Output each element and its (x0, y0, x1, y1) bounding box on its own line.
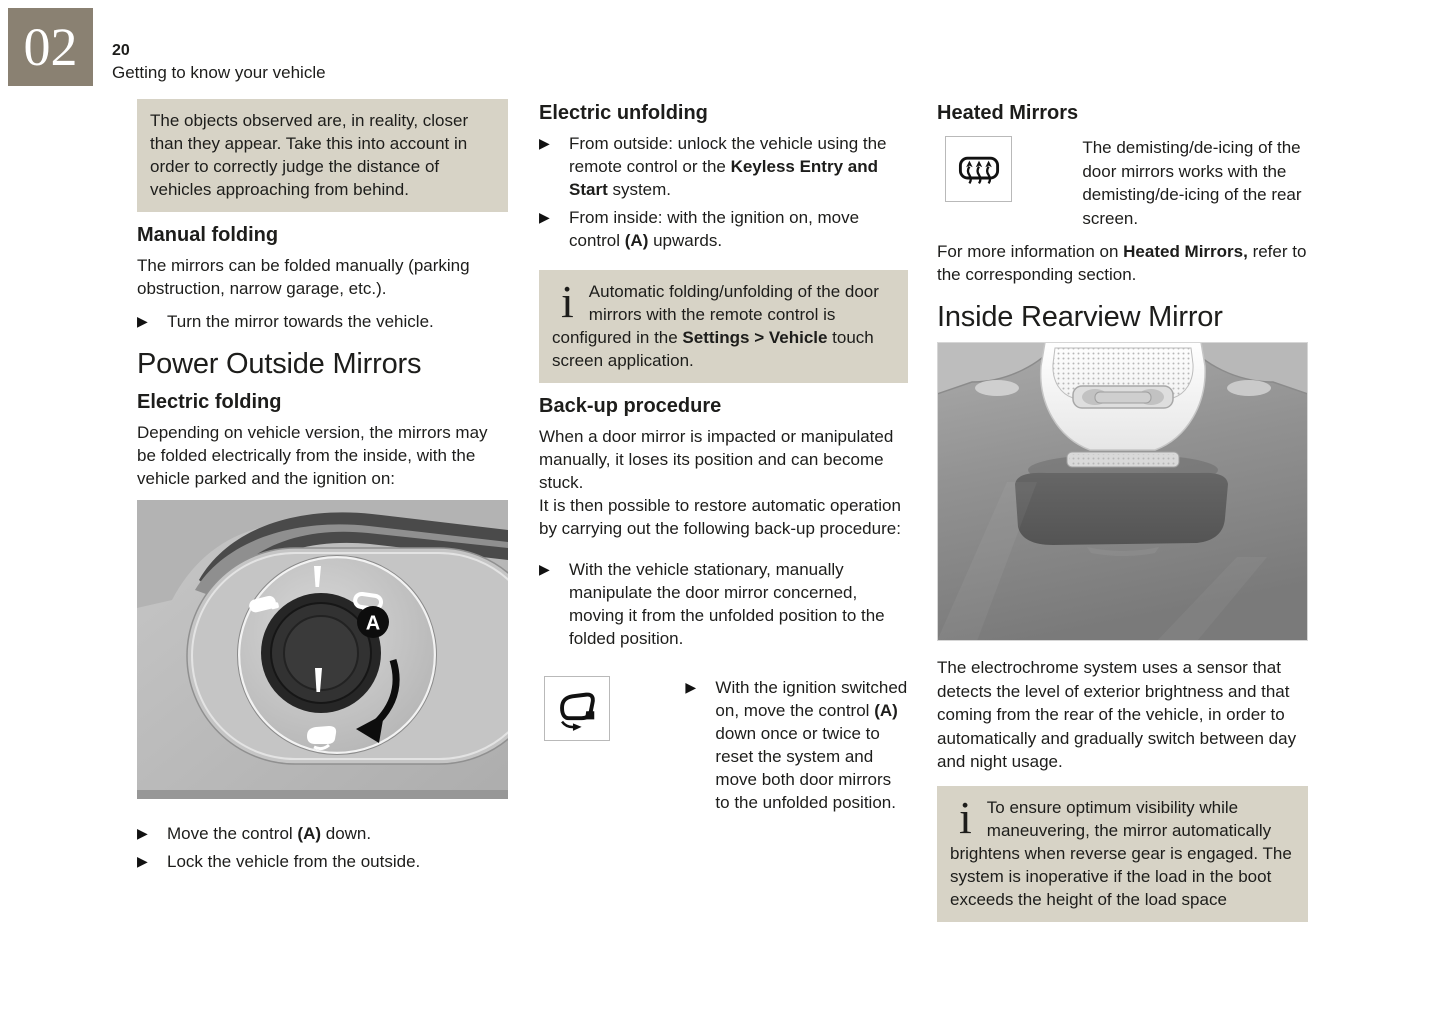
left-mirror-icon (249, 596, 279, 613)
dial-top-tick (314, 566, 321, 588)
info-box-auto-folding: i Automatic folding/unfolding of the doo… (539, 270, 908, 383)
bullet-arrow-icon: ▶ (539, 135, 550, 151)
heated-mirror-demist-icon (945, 136, 1013, 202)
warning-text: The objects observed are, in reality, cl… (150, 111, 469, 199)
bullet-move-control: ▶ Move the control (A) down. (137, 824, 372, 844)
inside-rearview-mirror-photo (936, 341, 1309, 642)
middle-column: Electric unfolding ▶ From outside: unloc… (539, 99, 908, 819)
left-column: The objects observed are, in reality, cl… (137, 99, 548, 878)
electric-unfolding-heading: Electric unfolding (539, 102, 708, 124)
mirror-control-knob-figure: A (137, 500, 548, 800)
bullet-arrow-icon: ▶ (539, 561, 550, 577)
fold-icon-row: ▶ With the ignition switched on, move th… (539, 676, 908, 819)
heated-mirrors-heading: Heated Mirrors (937, 102, 1079, 124)
info-box-reverse-gear: i To ensure optimum visibility while man… (937, 785, 1308, 922)
control-a-badge (357, 606, 389, 639)
info-icon: i (959, 791, 972, 843)
bullet-vehicle-stationary: ▶ With the vehicle stationary, manually … (539, 560, 885, 648)
electric-folding-body: Depending on vehicle version, the mirror… (137, 423, 488, 489)
manual-folding-heading: Manual folding (137, 224, 279, 246)
backup-paragraph-1: When a door mirror is impacted or manipu… (539, 427, 894, 492)
backup-procedure-heading: Back-up procedure (539, 395, 722, 417)
backup-paragraph-2: It is then possible to restore automatic… (539, 496, 901, 538)
manual-folding-body: The mirrors can be folded manually (park… (137, 256, 470, 298)
right-column: Heated Mirrors The demi (936, 99, 1309, 922)
chapter-number-box: 02 (8, 8, 93, 86)
mirror-fold-icon (544, 676, 611, 741)
control-a-label: A (366, 613, 380, 635)
knob-bottom-tick (315, 668, 322, 693)
bullet-from-outside: ▶ From outside: unlock the vehicle using… (539, 134, 887, 199)
electric-folding-heading: Electric folding (137, 391, 282, 414)
bullet-arrow-icon: ▶ (137, 825, 148, 842)
electrochrome-body: The electrochrome system uses a sensor t… (937, 658, 1297, 772)
bullet-arrow-icon: ▶ (685, 679, 697, 695)
bullet-arrow-icon: ▶ (539, 209, 550, 225)
info-icon: i (561, 276, 574, 327)
power-outside-mirrors-heading: Power Outside Mirrors (137, 348, 422, 380)
bullet-from-inside: ▶ From inside: with the ignition on, mov… (539, 208, 860, 250)
bullet-lock-vehicle: ▶ Lock the vehicle from the outside. (137, 852, 421, 872)
heated-mirrors-more-info: For more information on Heated Mirrors, … (937, 242, 1307, 284)
bullet-arrow-icon: ▶ (137, 853, 148, 870)
inside-rearview-mirror-heading: Inside Rearview Mirror (937, 301, 1223, 333)
warning-box: The objects observed are, in reality, cl… (137, 99, 508, 212)
chapter-number: 02 (23, 17, 78, 77)
heated-mirrors-body: The demisting/de-icing of the door mirro… (1082, 138, 1302, 228)
bullet-ignition-reset: ▶ With the ignition switched on, move th… (685, 678, 908, 812)
heated-mirrors-icon-row: The demisting/de-icing of the door mirro… (937, 136, 1308, 230)
fold-mirror-icon (307, 726, 337, 751)
page-number: 20 (112, 42, 130, 59)
bullet-arrow-icon: ▶ (137, 313, 148, 329)
bullet-turn-mirror: ▶ Turn the mirror towards the vehicle. (137, 312, 434, 331)
chapter-title: Getting to know your vehicle (112, 63, 326, 82)
